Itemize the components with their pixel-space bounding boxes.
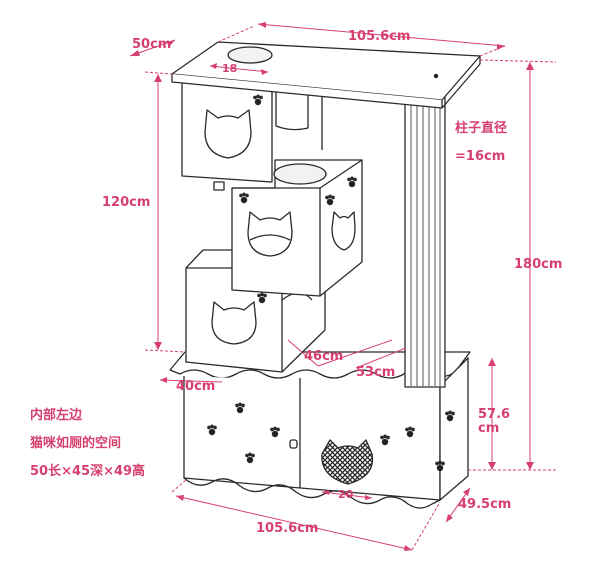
cat-tree-drawing: [169, 41, 481, 509]
scratching-post: [404, 94, 446, 388]
cabinet-base: [183, 477, 441, 509]
cat-head-hole-icon: [211, 301, 257, 345]
note-line-3: 50长×45深×49高: [30, 464, 146, 479]
bottom-width-label: 105.6cm: [256, 521, 318, 536]
litter-door-icon: [321, 439, 374, 485]
note-line-1: 内部左边: [30, 408, 83, 423]
top-width-label: 105.6cm: [348, 29, 410, 44]
hole-diameter-label: 18: [222, 62, 237, 75]
cat-head-hole-icon: [247, 211, 293, 257]
top-depth-label: 50cm: [132, 37, 171, 52]
ledge-53-label: 53cm: [356, 365, 395, 380]
dimension-lines: [129, 22, 557, 551]
dimension-labels: 105.6cm 50cm 18 柱子直径 =16cm 120cm 180cm 4…: [102, 29, 562, 536]
cat-head-hole-icon: [331, 211, 356, 251]
pillar-diameter-value: =16cm: [455, 149, 505, 164]
cat-head-hole-icon: [204, 109, 252, 159]
ledge-46-label: 46cm: [304, 349, 343, 364]
post-body: [404, 94, 446, 388]
cabinet-front: [183, 376, 441, 501]
upper-height-label: 120cm: [102, 195, 150, 210]
cabinet-depth-label: 49.5cm: [458, 497, 511, 512]
upper-box: [181, 77, 323, 191]
top-hole-icon: [227, 46, 273, 64]
note-line-2: 猫咪如厕的空间: [30, 436, 122, 451]
cabinet-height-unit: cm: [478, 421, 499, 436]
door-width-label: 20: [338, 488, 354, 501]
middle-box: [231, 159, 363, 297]
door-handle: [289, 439, 298, 449]
middle-hole-icon: [273, 163, 327, 185]
ledge-40-label: 40cm: [176, 379, 215, 394]
cabinet-height-label: 57.6: [478, 407, 510, 422]
total-height-label: 180cm: [514, 257, 562, 272]
pillar-diameter-label: 柱子直径: [455, 120, 507, 136]
cabinet: [169, 351, 471, 509]
